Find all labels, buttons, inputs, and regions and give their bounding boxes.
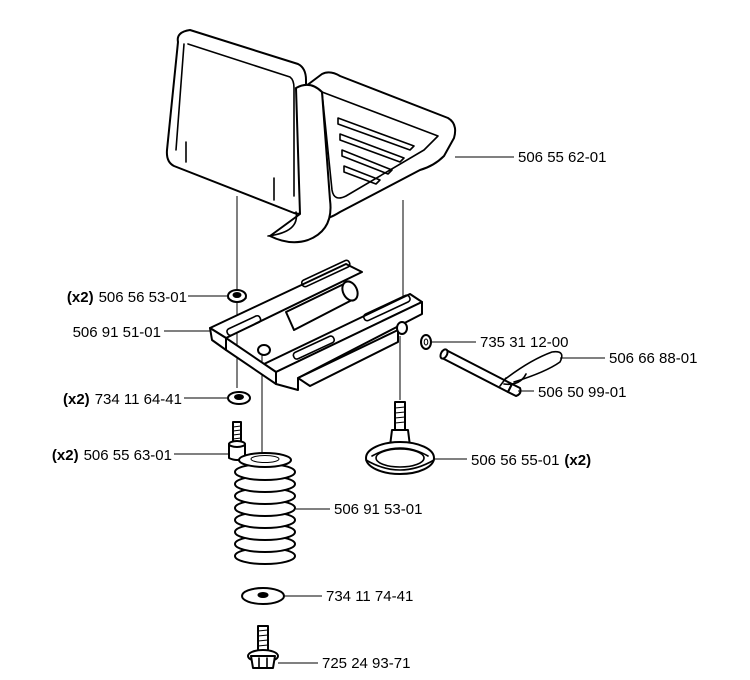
- pin-part-number: 506 50 99-01: [538, 384, 626, 401]
- bracket-part: [209, 259, 423, 391]
- knob-qty: (x2): [564, 452, 591, 469]
- cap-nut-part: [227, 289, 247, 303]
- seat-part-number: 506 55 62-01: [518, 149, 606, 166]
- screw-qty: (x2): [52, 447, 79, 464]
- seat-part: [165, 29, 457, 244]
- lock-washer-part: [227, 391, 251, 405]
- cap-nut-part-number: 506 56 53-01: [99, 289, 187, 306]
- cap-nut-qty: (x2): [67, 289, 94, 306]
- lock-washer-qty: (x2): [63, 391, 90, 408]
- screw-part-number: 506 55 63-01: [84, 447, 172, 464]
- knob-part-number: 506 56 55-01: [471, 452, 559, 469]
- pin-part: [439, 348, 522, 397]
- small-washer-part-number: 735 31 12-00: [480, 334, 568, 351]
- spring-part-number: 506 91 53-01: [334, 501, 422, 518]
- hair-pin-part: [499, 350, 563, 387]
- bolt-part: [247, 625, 279, 669]
- knob-label: 506 56 55-01 (x2): [471, 452, 591, 469]
- knob-part: [365, 401, 435, 475]
- hair-pin-part-number: 506 66 88-01: [609, 350, 697, 367]
- small-washer-part: [420, 334, 432, 350]
- bolt-part-number: 725 24 93-71: [322, 655, 410, 672]
- flat-washer-part-number: 734 11 74-41: [326, 588, 413, 605]
- callout-labels: 506 55 62-01 (x2) 506 56 53-01 506 91 51-…: [52, 149, 698, 672]
- screw-part: [228, 421, 246, 461]
- lock-washer-part-number: 734 11 64-41: [95, 391, 182, 408]
- bracket-part-number: 506 91 51-01: [73, 324, 161, 341]
- screw-label: (x2) 506 55 63-01: [52, 447, 172, 464]
- flat-washer-part: [241, 587, 285, 605]
- cap-nut-label: (x2) 506 56 53-01: [67, 289, 187, 306]
- spring-part: [234, 452, 296, 565]
- leader-lines: [164, 156, 605, 664]
- lock-washer-label: (x2) 734 11 64-41: [63, 391, 182, 408]
